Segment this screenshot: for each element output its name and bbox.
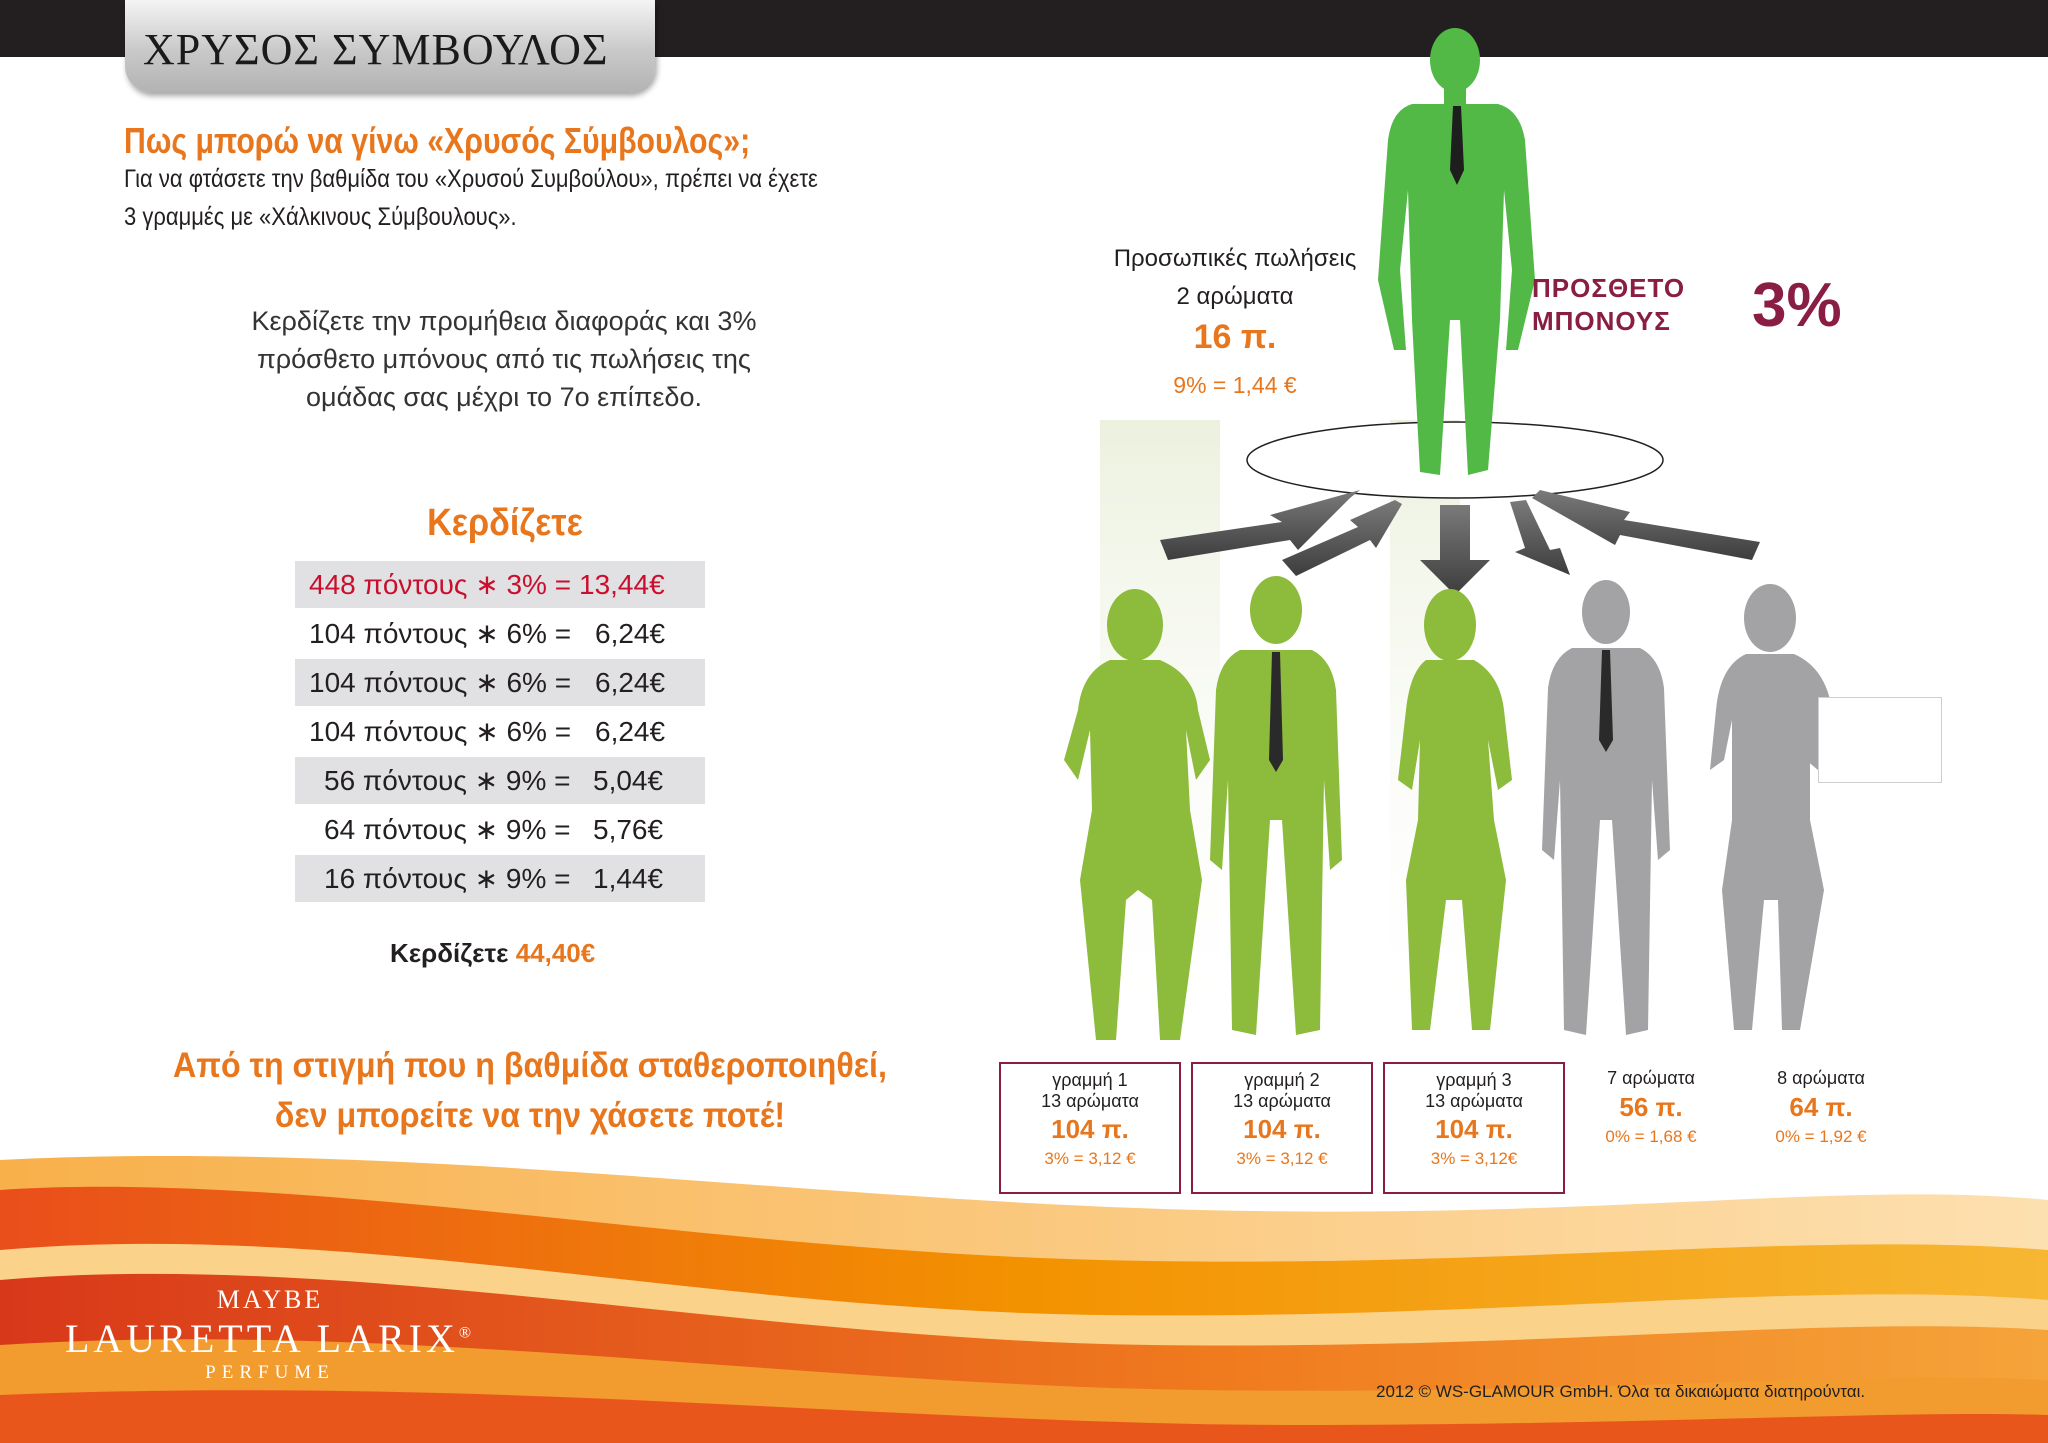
other-count: 7 αρώματα [1607, 1068, 1695, 1088]
team-figure-grey-woman [1710, 584, 1832, 1030]
line-earning: 3% = 3,12 € [1236, 1149, 1328, 1168]
earnings-row: 448 πόντους ∗ 3% = 13,44€ [295, 561, 705, 608]
other-points: 64 π. [1789, 1092, 1853, 1122]
logo-name: LAURETTA LARIX® [60, 1315, 480, 1362]
personal-sales-points: 16 π. [1193, 318, 1277, 356]
intro-line-1: Για να φτάσετε την βαθμίδα του «Χρυσού Σ… [124, 165, 818, 193]
logo-name-text: LAURETTA LARIX [64, 1316, 459, 1361]
earnings-row-points: 104 πόντους ∗ 6% = [309, 618, 572, 649]
earnings-row: 104 πόντους ∗ 6% = 6,24€ [295, 659, 705, 706]
other-points: 56 π. [1619, 1092, 1683, 1122]
logo-registered: ® [458, 1324, 476, 1342]
pedestal-ellipse [1246, 421, 1664, 499]
slogan-line-1: Από τη στιγμή που η βαθμίδα σταθεροποιηθ… [173, 1046, 887, 1085]
bonus-label-line-2: ΜΠΟΝΟΥΣ [1532, 306, 1671, 336]
earnings-total: Κερδίζετε 44,40€ [390, 938, 595, 969]
slogan-line-2: δεν μπορείτε να την χάσετε ποτέ! [274, 1096, 786, 1135]
earnings-row-amount: 6,24€ [595, 667, 666, 698]
earnings-heading: Κερδίζετε [427, 502, 583, 544]
other-sales-1: 7 αρώματα 56 π. 0% = 1,68 € [1571, 1066, 1731, 1150]
line-count: 13 αρώματα [1233, 1091, 1331, 1111]
other-count: 8 αρώματα [1777, 1068, 1865, 1088]
line-label: γραμμή 2 [1244, 1070, 1320, 1090]
team-figure-line-1 [1064, 589, 1210, 1040]
earnings-row-amount: 6,24€ [595, 618, 666, 649]
description-line-2: πρόσθετο μπόνους από τις πωλήσεις της [257, 344, 751, 374]
question-heading: Πως μπορώ να γίνω «Χρυσός Σύμβουλος»; [124, 120, 751, 161]
copyright-text: 2012 © WS-GLAMOUR GmbH. Όλα τα δικαιώματ… [1376, 1382, 1866, 1401]
other-earning: 0% = 1,92 € [1775, 1127, 1867, 1146]
line-points: 104 π. [1243, 1114, 1321, 1144]
line-earning: 3% = 3,12 € [1044, 1149, 1136, 1168]
description-line-1: Κερδίζετε την προμήθεια διαφοράς και 3% [251, 306, 757, 336]
arrow-icon [1510, 500, 1570, 575]
personal-sales-label-2: 2 αρώματα [1176, 283, 1294, 310]
line-points: 104 π. [1051, 1114, 1129, 1144]
earnings-row-points: 448 πόντους ∗ 3% = [309, 569, 572, 600]
earnings-row-points: 16 πόντους ∗ 9% = [324, 863, 571, 894]
line-box-3: γραμμή 3 13 αρώματα 104 π. 3% = 3,12€ [1383, 1062, 1565, 1194]
personal-sales-earning: 9% = 1,44 € [1173, 372, 1297, 398]
arrow-icon [1532, 490, 1760, 560]
line-count: 13 αρώματα [1041, 1091, 1139, 1111]
arrow-icon [1420, 505, 1490, 595]
team-illustration [1064, 28, 1832, 1060]
other-sales-2: 8 αρώματα 64 π. 0% = 1,92 € [1741, 1066, 1901, 1150]
earnings-row-amount: 5,76€ [593, 814, 664, 845]
line-label: γραμμή 3 [1436, 1070, 1512, 1090]
line-points: 104 π. [1435, 1114, 1513, 1144]
earnings-row: 104 πόντους ∗ 6% = 6,24€ [295, 610, 705, 657]
gold-advisor-figure [1378, 28, 1535, 475]
team-figure-line-3 [1398, 589, 1512, 1030]
bonus-label: ΠΡΟΣΘΕΤΟ ΜΠΟΝΟΥΣ [1532, 272, 1685, 338]
line-box-1: γραμμή 1 13 αρώματα 104 π. 3% = 3,12 € [999, 1062, 1181, 1194]
earnings-row: 64 πόντους ∗ 9% = 5,76€ [295, 806, 705, 853]
earnings-row-points: 64 πόντους ∗ 9% = [324, 814, 571, 845]
description-line-3: ομάδας σας μέχρι το 7ο επίπεδο. [306, 382, 702, 412]
bonus-value: 3% [1752, 271, 1842, 340]
orange-wave-background [0, 1140, 2048, 1443]
title-tab: ΧΡΥΣΟΣ ΣΥΜΒΟΥΛΟΣ [125, 0, 655, 92]
arrows [1160, 490, 1760, 595]
team-figure-grey-man [1542, 580, 1670, 1035]
earnings-row-amount: 6,24€ [595, 716, 666, 747]
earnings-row-points: 104 πόντους ∗ 6% = [309, 667, 572, 698]
personal-sales-label-1: Προσωπικές πωλήσεις [1113, 245, 1357, 272]
earnings-row-points: 104 πόντους ∗ 6% = [309, 716, 572, 747]
tie [1450, 106, 1464, 185]
intro-line-2: 3 γραμμές με «Χάλκινους Σύμβουλους». [124, 203, 517, 231]
earnings-row-amount: 13,44€ [579, 569, 665, 600]
line-earning: 3% = 3,12€ [1430, 1149, 1518, 1168]
brand-logo: MAYBE LAURETTA LARIX® PERFUME [60, 1285, 480, 1384]
team-figure-line-2 [1210, 576, 1342, 1035]
logo-maybe: MAYBE [216, 1285, 324, 1314]
line-label: γραμμή 1 [1052, 1070, 1128, 1090]
tie [1599, 650, 1613, 752]
other-earning: 0% = 1,68 € [1605, 1127, 1697, 1146]
earnings-row: 104 πόντους ∗ 6% = 6,24€ [295, 708, 705, 755]
page-title: ΧΡΥΣΟΣ ΣΥΜΒΟΥΛΟΣ [143, 25, 609, 74]
bonus-label-line-1: ΠΡΟΣΘΕΤΟ [1532, 273, 1686, 303]
earnings-total-value: 44,40€ [515, 938, 596, 968]
earnings-row: 16 πόντους ∗ 9% = 1,44€ [295, 855, 705, 902]
earnings-total-label: Κερδίζετε [390, 938, 509, 968]
earnings-row-amount: 1,44€ [593, 863, 664, 894]
tie [1269, 652, 1283, 772]
arrow-icon [1282, 500, 1402, 576]
line-box-2: γραμμή 2 13 αρώματα 104 π. 3% = 3,12 € [1191, 1062, 1373, 1194]
empty-box [1818, 697, 1942, 783]
line-count: 13 αρώματα [1425, 1091, 1523, 1111]
logo-perfume: PERFUME [205, 1362, 335, 1383]
arrow-icon [1160, 490, 1360, 560]
earnings-row-points: 56 πόντους ∗ 9% = [324, 765, 571, 796]
earnings-row: 56 πόντους ∗ 9% = 5,04€ [295, 757, 705, 804]
earnings-row-amount: 5,04€ [593, 765, 664, 796]
